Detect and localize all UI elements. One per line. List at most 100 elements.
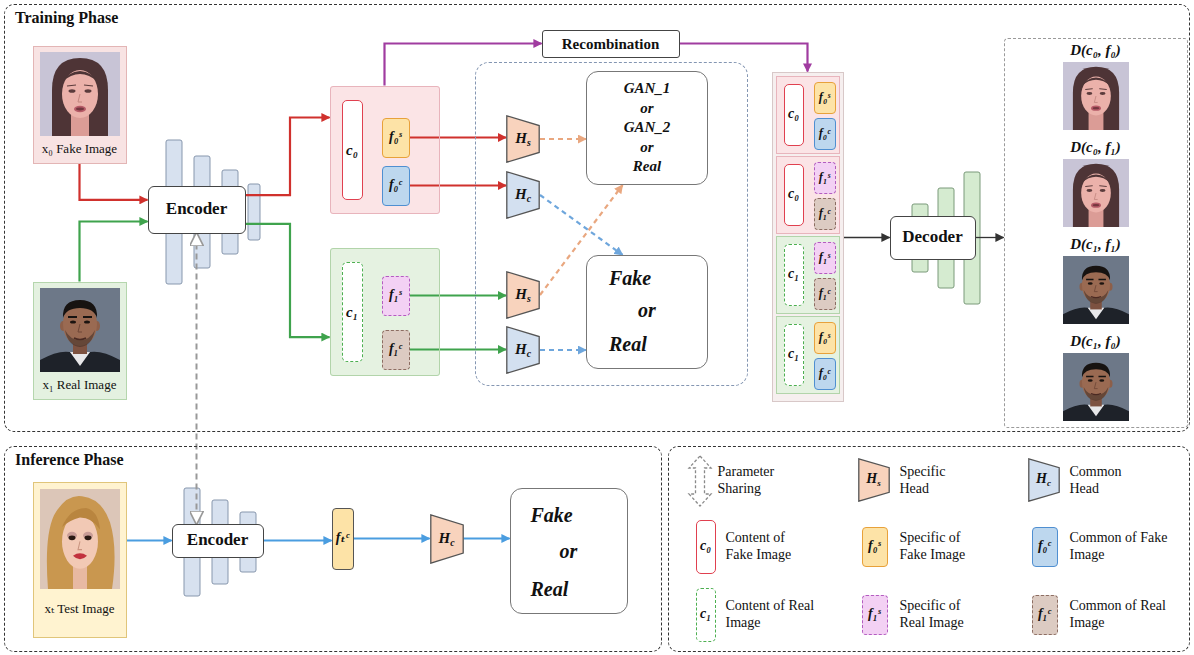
text-label: f₀ˢ [389, 129, 402, 146]
text-label: f₀ᶜ [389, 177, 402, 194]
text-label: or [640, 99, 653, 119]
feature-box: f₀ᶜ [814, 118, 836, 150]
connector [540, 349, 586, 351]
encoder-box: Encoder [148, 186, 246, 234]
connector [246, 118, 330, 196]
head-shape [430, 514, 462, 562]
text-label: c₁ [700, 606, 711, 623]
head-shape [1028, 458, 1058, 500]
text-label: Specific Head [900, 464, 962, 496]
text-label: Hs [515, 285, 530, 305]
subscript: c [1047, 477, 1051, 487]
text-label: Encoder [166, 199, 227, 219]
feature-box: f₁ˢ [814, 162, 836, 194]
text-label: Real [633, 157, 661, 177]
subscript: c [527, 348, 531, 359]
text-label: Content of Real Image [726, 598, 816, 630]
text-label: Training Phase [15, 8, 118, 27]
connector [410, 294, 507, 296]
subscript: s [527, 137, 531, 148]
text-label: Hs [866, 471, 880, 489]
text-label: Content of Fake Image [726, 530, 816, 562]
text-label: or [560, 539, 578, 563]
output-panel: D(c₀, f₀)D(c₀, f₁)D(c₁, f₁)D(c₁, f₀) [1004, 38, 1188, 428]
content-box: c₀ [784, 84, 804, 146]
text-label: Common of Real Image [1070, 598, 1170, 630]
phase-region: Training Phasex₀ Fake Imagex₁ Real Image… [4, 4, 1190, 432]
subscript: s [527, 293, 531, 304]
text-label: Fake [531, 503, 573, 527]
text-label: f₁ᶜ [819, 286, 831, 301]
text-label: D(c₀, f₁) [1070, 138, 1120, 156]
legend-swatch: f₁ˢ [862, 595, 888, 635]
legend-symbol: c₁ [696, 588, 716, 642]
text-label: Real [609, 332, 647, 356]
text-label: Parameter Sharing [718, 464, 798, 496]
connector [976, 237, 1004, 238]
feature-box: f₁ᶜ [382, 330, 410, 370]
text-label: f₀ᶜ [1038, 538, 1051, 555]
subscript: c [450, 537, 454, 548]
legend-panel: Parameter SharingHsSpecific HeadHcCommon… [668, 446, 1190, 652]
specific-head: Hs [506, 271, 540, 319]
head-shape [507, 327, 539, 373]
text-label: f₁ˢ [389, 287, 402, 304]
text-label: Fake [609, 266, 651, 290]
feature-group: c₁ f₁ˢ f₁ᶜ [330, 248, 440, 376]
text-label: Specific of Fake Image [900, 530, 990, 562]
connector [246, 224, 330, 337]
text-label: Hs [515, 129, 530, 149]
connector [80, 164, 148, 200]
text-label: Hc [515, 340, 531, 360]
text-label: Common Head [1070, 464, 1140, 496]
text-label: f₀ˢ [868, 538, 881, 555]
text-label: c₀ [700, 538, 711, 555]
text-label: Real [531, 577, 569, 601]
connector [540, 195, 623, 255]
encoder-box: Encoder [172, 524, 264, 558]
text-label: f₁ᶜ [389, 341, 402, 358]
head-shape [507, 172, 539, 218]
common-head: Hc [430, 514, 464, 564]
text-label: Recombination [562, 35, 660, 53]
text-label: xₜ Test Image [45, 601, 115, 617]
text-label: D(c₁, f₁) [1070, 235, 1120, 253]
text-label: c₁ [788, 266, 799, 283]
text-label: Hc [515, 185, 531, 205]
decoder-box: Decoder [890, 216, 976, 260]
text-label: or [640, 138, 653, 158]
text-label: D(c₁, f₀) [1070, 332, 1120, 350]
recombined-pair: c₁ f₁ˢ f₁ᶜ [776, 236, 840, 314]
text-label: Encoder [187, 530, 248, 550]
feature-box: f₁ˢ [814, 242, 836, 274]
content-box: c₀ [784, 164, 804, 226]
recombined-pair: c₁f₀ˢf₀ᶜ [776, 316, 840, 394]
connector [410, 184, 507, 186]
head-region: HsHcHsHcGAN_1orGAN_2orRealFakeorReal [475, 62, 748, 386]
content-box: c₀ [342, 100, 363, 200]
classifier-box: GAN_1orGAN_2orReal [586, 71, 708, 185]
text-label: Decoder [902, 227, 962, 247]
common-head: Hc [506, 171, 540, 219]
text-label: c₀ [788, 106, 799, 123]
content-box: c₁ [784, 324, 804, 386]
legend-swatch: f₀ˢ [862, 527, 888, 567]
connector [410, 136, 507, 138]
classifier-box: FakeorReal [586, 255, 708, 369]
image-frame: x₀ Fake Image [33, 46, 127, 164]
connector [540, 138, 586, 140]
text-label: f₁ˢ [819, 250, 830, 265]
feature-box: fₜᶜ [332, 508, 354, 570]
content-box: c₁ [342, 262, 363, 362]
legend-swatch: f₁ᶜ [1032, 595, 1058, 635]
text-label: f₁ᶜ [1038, 606, 1051, 623]
text-label: fₜᶜ [336, 530, 349, 547]
head-shape [507, 116, 539, 162]
text-label: f₁ᶜ [819, 206, 831, 221]
connector [127, 539, 172, 541]
content-box: c₁ [784, 244, 804, 306]
feature-box: f₀ᶜ [382, 166, 410, 206]
connector [680, 44, 808, 72]
feature-box: f₀ˢ [814, 322, 836, 354]
